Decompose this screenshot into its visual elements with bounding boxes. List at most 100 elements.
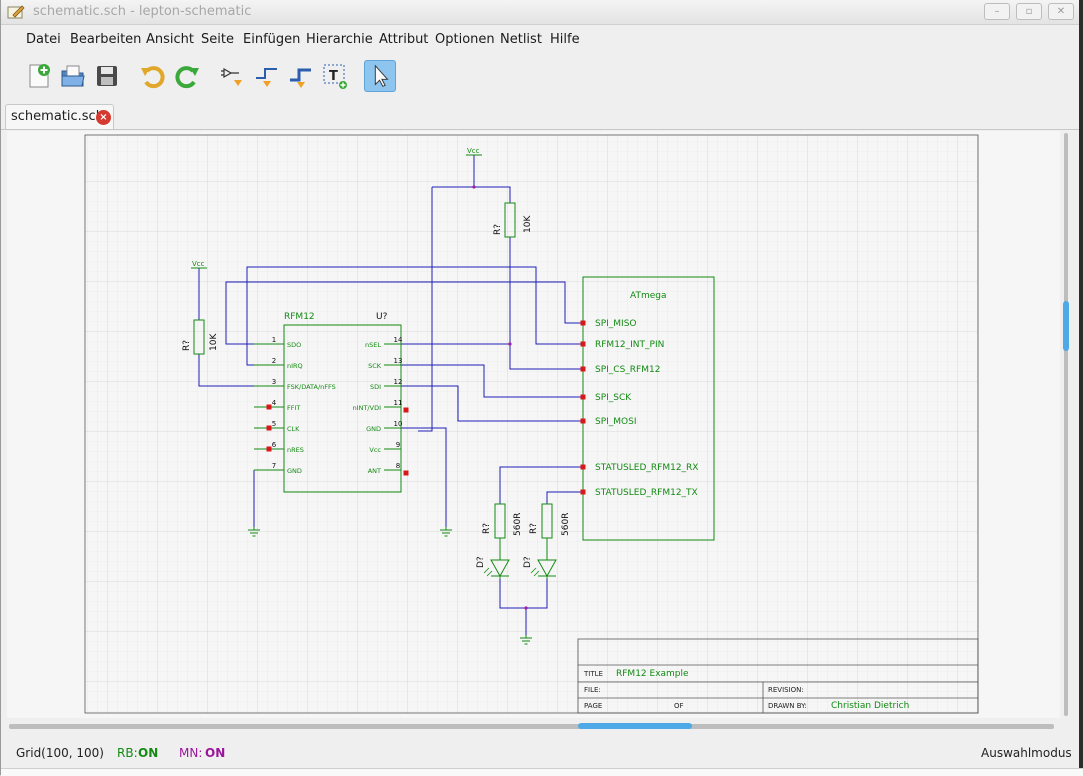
net-sck <box>401 364 583 398</box>
pin-endpoint <box>580 320 586 326</box>
net-gnd-rfm-right <box>401 427 447 527</box>
drawn-by-label: DRAWN BY: <box>768 702 807 710</box>
led-d2[interactable]: D? <box>523 556 557 579</box>
led-refdes: D? <box>523 556 533 568</box>
maximize-button[interactable]: ▫ <box>1016 3 1042 20</box>
resistor-leads <box>499 538 548 560</box>
vcc-symbols: Vcc Vcc <box>191 147 482 269</box>
undo-icon[interactable] <box>139 62 167 90</box>
pin-name: SCK <box>368 362 382 370</box>
file-label: FILE: <box>584 686 601 694</box>
pin-name: nIRQ <box>287 362 303 370</box>
menu-optionen[interactable]: Optionen <box>435 32 495 47</box>
horizontal-scroll-thumb[interactable] <box>578 723 692 729</box>
menu-seite[interactable]: Seite <box>201 32 234 47</box>
atmega-pin-spi_cs_rfm12[interactable]: SPI_CS_RFM12 <box>580 365 661 375</box>
new-file-icon[interactable] <box>25 62 53 90</box>
atmega-pin-spi_sck[interactable]: SPI_SCK <box>580 393 633 403</box>
net-cs <box>509 237 583 370</box>
rfm12-name: RFM12 <box>284 312 315 322</box>
pin-name: nSEL <box>365 341 381 349</box>
menu-ansicht[interactable]: Ansicht <box>146 32 195 47</box>
atmega-pin-spi_miso[interactable]: SPI_MISO <box>580 319 637 329</box>
menu-attribut[interactable]: Attribut <box>379 32 429 47</box>
net-led-gnd <box>499 579 548 635</box>
resistor-r1[interactable]: R? 10K <box>493 202 533 238</box>
rfm12-refdes: U? <box>376 312 388 322</box>
title-bar[interactable]: schematic.sch - lepton-schematic – ▫ ✕ <box>1 0 1082 25</box>
minimize-button[interactable]: – <box>984 3 1010 20</box>
mn-value: ON <box>205 746 226 760</box>
close-tab-icon[interactable]: × <box>96 110 111 125</box>
menu-hierarchie[interactable]: Hierarchie <box>306 32 373 47</box>
vertical-scroll-thumb[interactable] <box>1063 301 1069 351</box>
close-window-button[interactable]: ✕ <box>1048 3 1074 20</box>
add-net-icon[interactable] <box>253 62 281 90</box>
tab-schematic[interactable]: schematic.sch × <box>5 104 114 129</box>
atmega-pin-statusled_rfm12_rx[interactable]: STATUSLED_RFM12_RX <box>580 463 699 473</box>
drawing-grid <box>85 135 978 713</box>
vertical-scrollbar[interactable] <box>1061 131 1071 718</box>
menu-bearbeiten[interactable]: Bearbeiten <box>70 32 142 47</box>
menu-einfuegen[interactable]: Einfügen <box>243 32 301 47</box>
add-component-icon[interactable] <box>219 62 247 90</box>
horizontal-scrollbar[interactable] <box>7 720 1060 732</box>
resistor-refdes: R? <box>493 224 503 235</box>
pin-name: SPI_SCK <box>595 393 632 403</box>
menu-netlist[interactable]: Netlist <box>500 32 542 47</box>
atmega-pin-rfm12_int_pin[interactable]: RFM12_INT_PIN <box>580 340 665 350</box>
menu-hilfe[interactable]: Hilfe <box>550 32 580 47</box>
resistors: R? 10K R? 10K R? 560R R? 560R <box>182 202 571 560</box>
sheet-border <box>84 134 979 714</box>
mode-status: Auswahlmodus <box>981 746 1072 760</box>
led-d1[interactable]: D? <box>476 556 510 579</box>
menu-datei[interactable]: Datei <box>26 32 61 47</box>
schematic-canvas[interactable]: Vcc Vcc R? 10K R? 10K R? 560R <box>7 131 1060 718</box>
led-refdes: D? <box>476 556 486 568</box>
atmega-pins: SPI_MISO RFM12_INT_PIN SPI_CS_RFM12SPI_SCK… <box>580 319 699 498</box>
add-text-icon[interactable]: T <box>321 62 349 90</box>
pin-endpoint <box>580 418 586 424</box>
pin-number: 7 <box>272 462 276 470</box>
pin-number: 9 <box>396 441 400 449</box>
pin-name: RFM12_INT_PIN <box>595 340 664 350</box>
pin-name: GND <box>287 467 302 475</box>
pin-number: 5 <box>272 420 276 428</box>
atmega-pin-statusled_rfm12_tx[interactable]: STATUSLED_RFM12_TX <box>580 488 698 498</box>
pin-name: STATUSLED_RFM12_RX <box>595 463 698 473</box>
drawn-by-value: Christian Dietrich <box>831 701 909 711</box>
rb-label: RB: <box>117 746 138 760</box>
atmega-component[interactable]: ATmega SPI_MISO RFM12_INT_PIN SPI_CS_RFM12… <box>580 276 715 541</box>
open-file-icon[interactable] <box>59 62 87 90</box>
pin-name: CLK <box>287 425 300 433</box>
schematic-drawing[interactable]: Vcc Vcc R? 10K R? 10K R? 560R <box>7 131 1060 718</box>
net-vcc-top <box>418 155 511 432</box>
save-icon[interactable] <box>93 62 121 90</box>
vertical-scroll-track <box>1064 133 1068 716</box>
junctions <box>472 185 528 610</box>
pin-endpoint <box>266 425 272 431</box>
atmega-pin-spi_mosi[interactable]: SPI_MOSI <box>580 417 637 427</box>
resistor-refdes: R? <box>482 523 492 534</box>
select-pointer-icon[interactable] <box>364 60 396 92</box>
resistor-r2[interactable]: R? 10K <box>182 319 219 355</box>
add-bus-icon[interactable] <box>287 62 315 90</box>
atmega-name: ATmega <box>630 291 667 301</box>
redo-icon[interactable] <box>173 62 201 90</box>
